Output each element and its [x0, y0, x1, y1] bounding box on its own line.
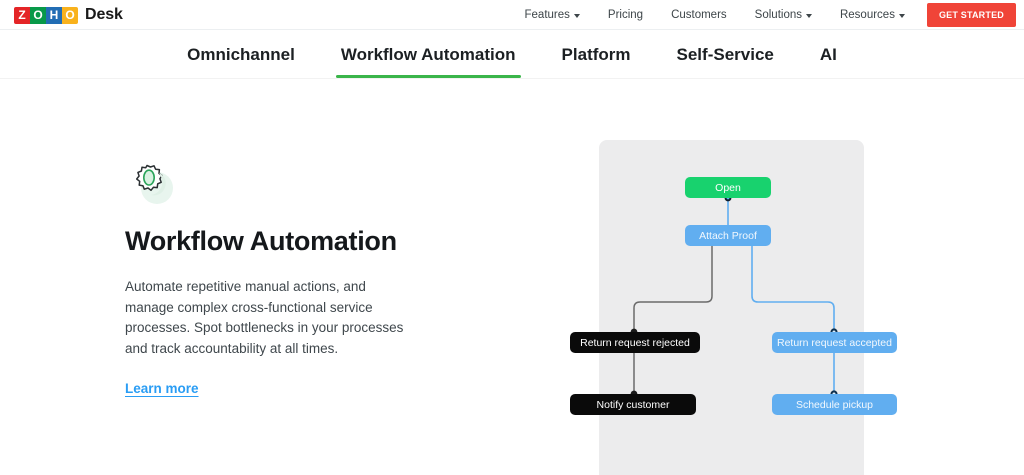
nav-item-features[interactable]: Features: [511, 0, 594, 30]
nav-item-pricing[interactable]: Pricing: [594, 0, 657, 30]
zoho-logo-letter-z: Z: [14, 6, 30, 24]
gear-icon-blob: [151, 173, 166, 196]
tab-platform[interactable]: Platform: [539, 32, 654, 78]
nav-label: Customers: [671, 9, 727, 21]
zoho-logo-letter-o2: O: [62, 6, 78, 24]
nav-label: Pricing: [607, 9, 644, 21]
nav-item-customers[interactable]: Customers: [657, 0, 741, 30]
feature-tab-bar: Omnichannel Workflow Automation Platform…: [0, 31, 1024, 79]
gear-icon: [125, 160, 177, 208]
get-started-button[interactable]: GET STARTED: [926, 3, 1016, 27]
gear-icon-glyph: [135, 164, 166, 196]
chevron-down-icon: [898, 14, 905, 18]
tab-self-service[interactable]: Self-Service: [654, 32, 797, 78]
tab-label: AI: [819, 44, 837, 64]
tab-workflow-automation[interactable]: Workflow Automation: [318, 32, 539, 78]
diagram-node-notify-customer[interactable]: Notify customer: [570, 394, 696, 415]
tab-ai[interactable]: AI: [797, 32, 860, 78]
diagram-node-open[interactable]: Open: [685, 177, 771, 198]
zoho-logo-letter-h: H: [46, 6, 62, 24]
top-navigation: Features Pricing Customers Solutions Res…: [511, 0, 1024, 30]
feature-description: Automate repetitive manual actions, and …: [125, 279, 404, 356]
page-title: Workflow Automation: [125, 226, 397, 256]
nav-item-resources[interactable]: Resources: [826, 0, 919, 30]
tab-label: Omnichannel: [187, 44, 295, 64]
product-name: Desk: [85, 6, 123, 23]
tab-label: Platform: [561, 44, 631, 64]
diagram-node-return-request-rejected[interactable]: Return request rejected: [570, 332, 700, 353]
diagram-node-return-request-accepted[interactable]: Return request accepted: [772, 332, 897, 353]
nav-label: Features: [524, 9, 570, 21]
tab-label: Self-Service: [676, 44, 774, 64]
diagram-node-schedule-pickup[interactable]: Schedule pickup: [772, 394, 897, 415]
brand[interactable]: Z O H O Desk: [14, 0, 123, 30]
connector-attach-to-accepted: [751, 246, 835, 332]
zoho-logo-letter-o1: O: [30, 6, 46, 24]
diagram-node-attach-proof[interactable]: Attach Proof: [685, 225, 771, 246]
site-header: Z O H O Desk Features Pricing Customers …: [0, 0, 1024, 30]
feature-copy-block: Workflow Automation Automate repetitive …: [125, 160, 455, 398]
zoho-logo-icon: Z O H O: [14, 6, 78, 24]
nav-label: Resources: [839, 9, 895, 21]
tab-label: Workflow Automation: [340, 44, 516, 64]
chevron-down-icon: [573, 14, 580, 18]
nav-label: Solutions: [754, 9, 802, 21]
nav-item-solutions[interactable]: Solutions: [741, 0, 826, 30]
learn-more-link[interactable]: Learn more: [125, 381, 199, 397]
chevron-down-icon: [805, 14, 812, 18]
tab-omnichannel[interactable]: Omnichannel: [164, 32, 318, 78]
connector-attach-to-rejected: [633, 246, 713, 332]
